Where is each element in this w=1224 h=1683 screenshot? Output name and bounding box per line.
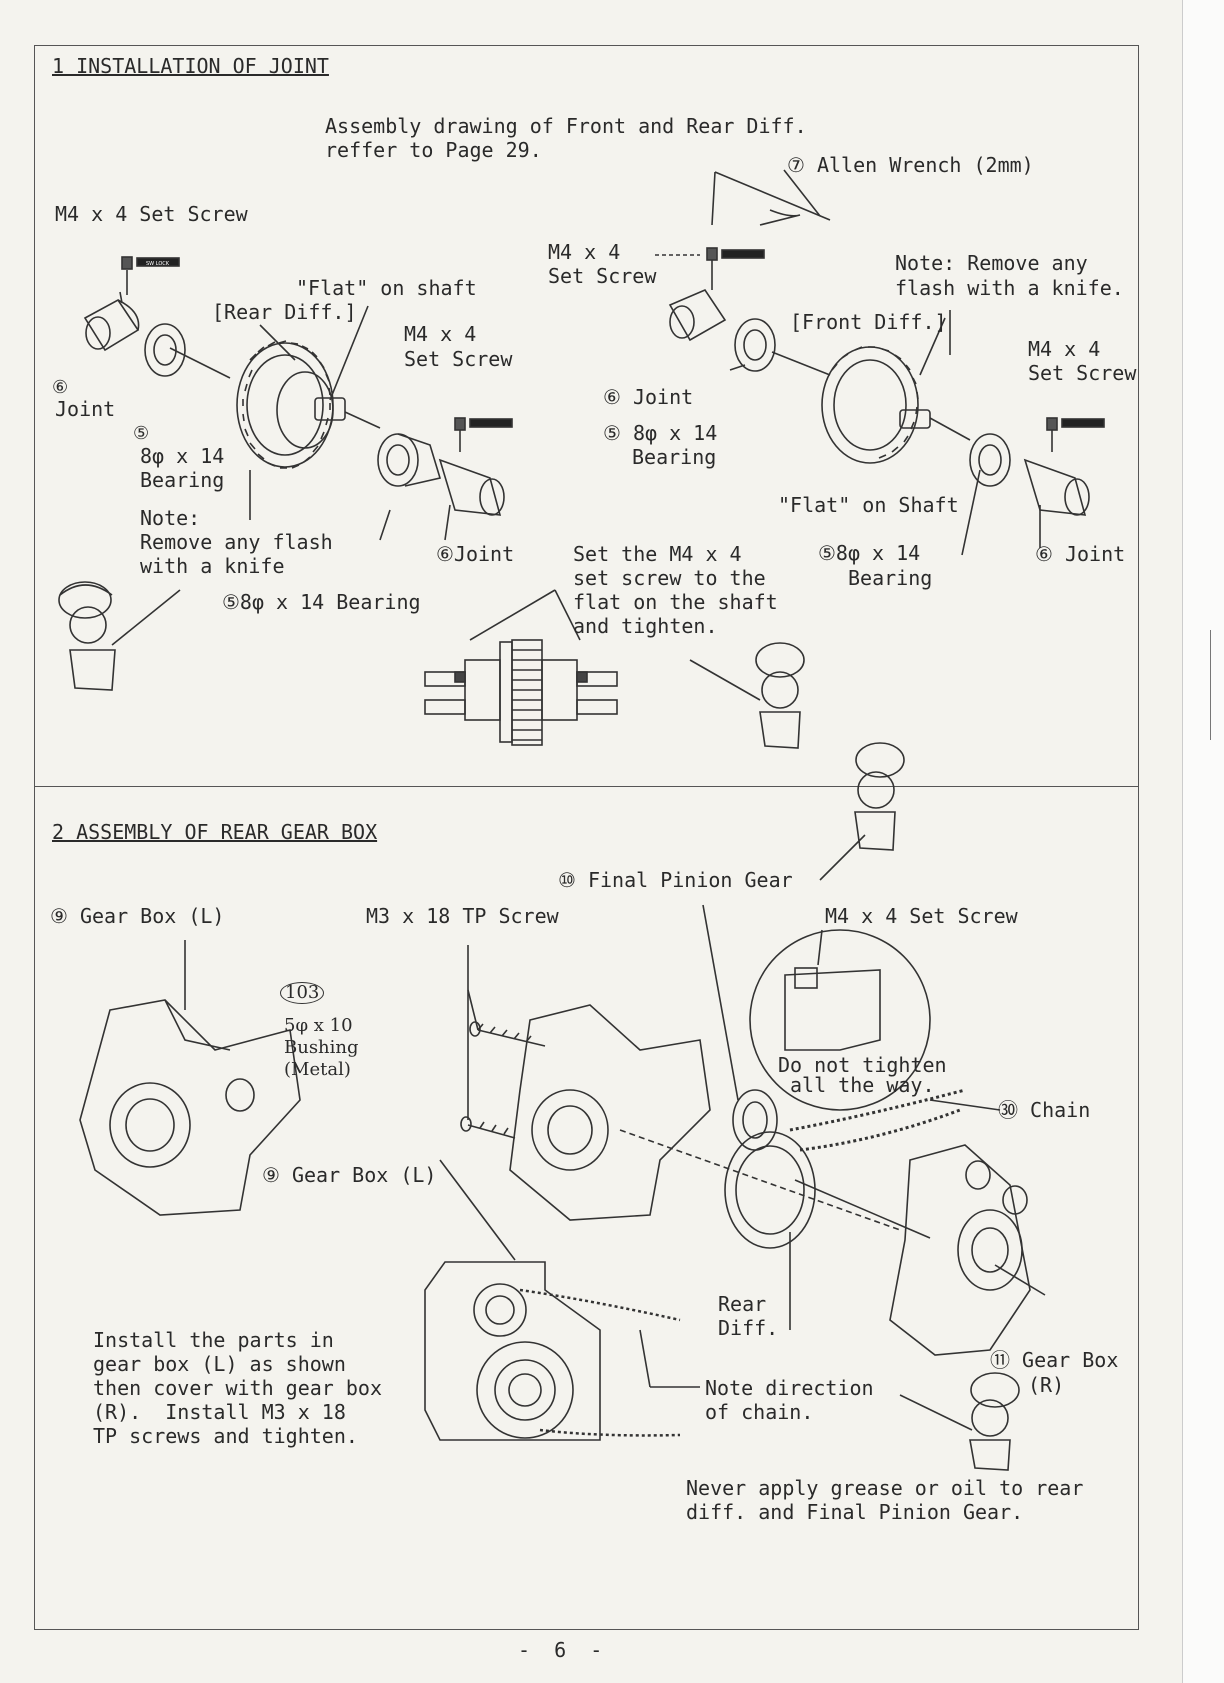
page-number: - 6 - bbox=[518, 1638, 603, 1662]
right-set-screw-top-icon bbox=[655, 247, 765, 290]
center-note-line4: and tighten. bbox=[573, 614, 718, 638]
page-frame bbox=[34, 45, 1139, 1630]
install-line3: then cover with gear box bbox=[93, 1376, 382, 1400]
front-diff-gear-icon bbox=[821, 346, 971, 464]
right-far-screw-line2: Set Screw bbox=[1028, 361, 1137, 385]
chain-icon bbox=[789, 1088, 1001, 1152]
tp-screws-icon bbox=[460, 945, 546, 1139]
bushing-size: 5φ x 10 bbox=[284, 1015, 353, 1036]
gear-box-r-line2: (R) bbox=[1028, 1373, 1065, 1397]
section1-intro-line1: Assembly drawing of Front and Rear Diff. bbox=[325, 114, 807, 138]
section2-set-screw-label: M4 x 4 Set Screw bbox=[825, 904, 1018, 928]
right-joint-label: ⑥ Joint bbox=[603, 385, 694, 409]
section1-title: 1 INSTALLATION OF JOINT bbox=[52, 54, 329, 78]
note-direction-line2: of chain. bbox=[705, 1400, 814, 1424]
right-lower-bearing-icon bbox=[969, 433, 1011, 487]
left-note-line3: with a knife bbox=[140, 554, 285, 578]
tp-screw-label: M3 x 18 TP Screw bbox=[366, 904, 559, 928]
left-joint-label: Joint bbox=[55, 397, 116, 421]
right-joint-icon bbox=[668, 289, 727, 342]
install-line2: gear box (L) as shown bbox=[93, 1352, 346, 1376]
rear-diff-label: [Rear Diff.] bbox=[212, 300, 357, 324]
mascot-icon-4 bbox=[899, 1372, 1020, 1471]
right-lower-joint-icon bbox=[1023, 458, 1090, 516]
left-right-screw-line1: M4 x 4 bbox=[404, 322, 477, 346]
section-divider bbox=[34, 786, 1139, 787]
chain-label: ㉚ Chain bbox=[998, 1098, 1091, 1122]
left-bearing-right-icon bbox=[377, 433, 442, 487]
left-bearing-icon bbox=[144, 323, 231, 379]
rear-diff-assembly-icon bbox=[619, 1129, 931, 1330]
left-right-screw-line2: Set Screw bbox=[404, 347, 513, 371]
right-bearing-line2: Bearing bbox=[632, 445, 717, 469]
right-note-line1: Note: Remove any bbox=[895, 251, 1088, 275]
install-line1: Install the parts in bbox=[93, 1328, 334, 1352]
right-note-line2: flash with a knife. bbox=[895, 276, 1124, 300]
right-lower-screw-icon bbox=[1046, 417, 1105, 452]
pinion-gear-icon bbox=[702, 904, 778, 1151]
gear-box-l-label-2: ⑨ Gear Box (L) bbox=[262, 1163, 437, 1187]
mascot-icon-1 bbox=[58, 581, 181, 691]
section2-title: 2 ASSEMBLY OF REAR GEAR BOX bbox=[52, 820, 378, 844]
right-far-screw-line1: M4 x 4 bbox=[1028, 337, 1101, 361]
allen-wrench-label: ⑦ Allen Wrench (2mm) bbox=[787, 153, 1034, 177]
sw-lock-label: SW LOCK bbox=[146, 261, 170, 267]
center-note-line2: set screw to the bbox=[573, 566, 766, 590]
adjacent-page-mark bbox=[1210, 630, 1224, 740]
do-not-tighten-line2: all the way. bbox=[790, 1073, 935, 1097]
left-flat-on-shaft: "Flat" on shaft bbox=[296, 276, 477, 300]
gear-box-left-assembly-icon bbox=[509, 1004, 711, 1221]
left-bearing-bottom-label: ⑤8φ x 14 Bearing bbox=[222, 590, 421, 614]
adjacent-page-edge bbox=[1182, 0, 1224, 1683]
allen-wrench-icon bbox=[711, 169, 831, 226]
note-direction-line1: Note direction bbox=[705, 1376, 874, 1400]
right-lower-joint-label: ⑥ Joint bbox=[1035, 542, 1126, 566]
rear-diff-line2: Diff. bbox=[718, 1316, 779, 1340]
left-note-line2: Remove any flash bbox=[140, 530, 333, 554]
left-joint-number: ⑥ bbox=[52, 377, 69, 398]
bushing-number: 103 bbox=[280, 982, 325, 1004]
bushing-label: Bushing bbox=[284, 1037, 359, 1058]
do-not-tighten-line1: Do not tighten bbox=[778, 1053, 947, 1077]
install-line5: TP screws and tighten. bbox=[93, 1424, 358, 1448]
left-bearing-number: ⑤ bbox=[133, 423, 150, 444]
bushing-metal: (Metal) bbox=[284, 1059, 351, 1080]
mascot-icon-2 bbox=[689, 642, 805, 749]
center-note-line1: Set the M4 x 4 bbox=[573, 542, 742, 566]
left-set-screw-label: M4 x 4 Set Screw bbox=[55, 202, 248, 226]
left-joint-right-icon bbox=[438, 458, 505, 516]
magnifier-set-screw-detail bbox=[749, 929, 931, 1111]
never-grease-line2: diff. and Final Pinion Gear. bbox=[686, 1500, 1024, 1524]
section1-intro-line2: reffer to Page 29. bbox=[325, 138, 542, 162]
right-flat-on-shaft: "Flat" on Shaft bbox=[778, 493, 959, 517]
left-note-line1: Note: bbox=[140, 506, 201, 530]
install-line4: (R). Install M3 x 18 bbox=[93, 1400, 346, 1424]
gear-box-l-label: ⑨ Gear Box (L) bbox=[50, 904, 225, 928]
rear-diff-gear-icon bbox=[236, 340, 381, 469]
chain-direction-diagram bbox=[424, 1261, 700, 1441]
left-joint-right-label: ⑥Joint bbox=[436, 542, 515, 566]
front-diff-label: [Front Diff.] bbox=[790, 310, 947, 334]
right-set-screw-line1: M4 x 4 bbox=[548, 240, 621, 264]
right-lower-bearing-line2: Bearing bbox=[848, 566, 933, 590]
gear-box-r-line1: ⑪ Gear Box bbox=[990, 1348, 1119, 1372]
rear-diff-line1: Rear bbox=[718, 1292, 767, 1316]
right-lower-bearing-line1: ⑤8φ x 14 bbox=[818, 541, 921, 565]
right-screw-icon bbox=[454, 417, 513, 452]
left-set-screw-icon: SW LOCK bbox=[121, 256, 180, 295]
assembled-diff-diagram bbox=[424, 589, 618, 746]
right-set-screw-line2: Set Screw bbox=[548, 264, 657, 288]
gear-box-right-icon bbox=[889, 1144, 1046, 1356]
left-joint-icon bbox=[83, 298, 140, 352]
left-bearing-size: 8φ x 14 bbox=[140, 444, 225, 468]
right-bearing-icon bbox=[734, 318, 831, 376]
mascot-icon-3 bbox=[819, 742, 905, 881]
left-bearing-label: Bearing bbox=[140, 468, 225, 492]
center-note-line3: flat on the shaft bbox=[573, 590, 778, 614]
gear-box-left-icon bbox=[79, 940, 301, 1216]
final-pinion-label: ⑩ Final Pinion Gear bbox=[558, 868, 793, 892]
right-bearing-line1: ⑤ 8φ x 14 bbox=[603, 421, 718, 445]
never-grease-line1: Never apply grease or oil to rear bbox=[686, 1476, 1084, 1500]
